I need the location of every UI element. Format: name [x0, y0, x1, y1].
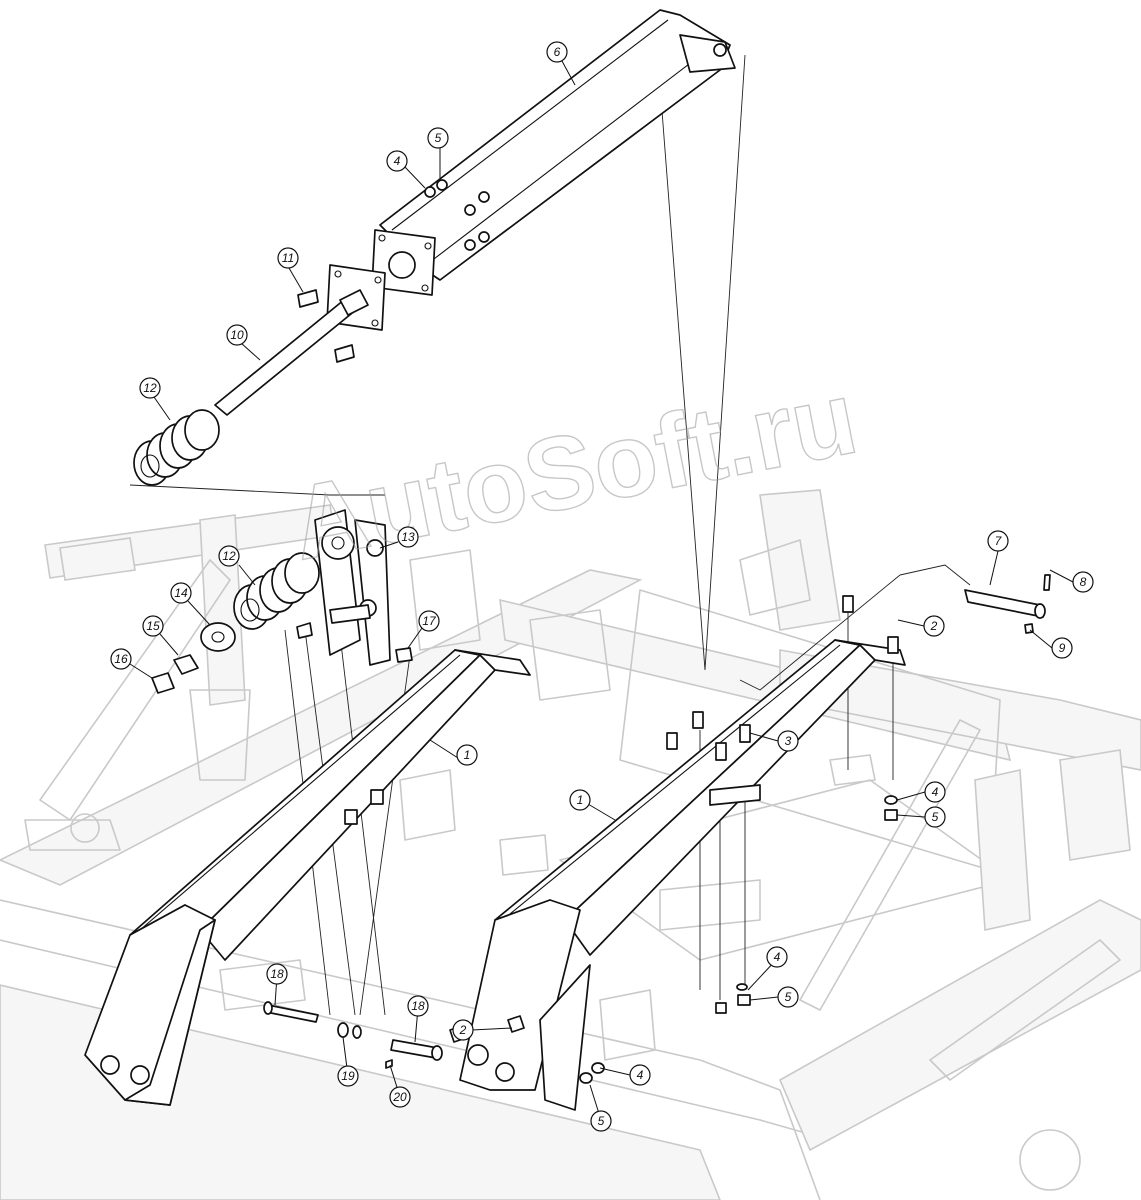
svg-text:8: 8	[1080, 575, 1087, 589]
rod-part-10	[214, 264, 386, 416]
svg-text:12: 12	[143, 381, 157, 395]
svg-text:11: 11	[282, 251, 294, 265]
spring-part-12-upper	[133, 409, 220, 486]
callout-2-bottom: 2	[452, 1019, 474, 1041]
callout-9: 9	[1051, 637, 1073, 659]
svg-text:2: 2	[459, 1023, 467, 1037]
callout-14: 14	[170, 582, 192, 604]
callout-1-right: 1	[569, 789, 591, 811]
svg-text:3: 3	[785, 734, 792, 748]
svg-text:18: 18	[411, 999, 425, 1013]
svg-text:5: 5	[932, 810, 939, 824]
svg-text:4: 4	[932, 785, 939, 799]
svg-text:5: 5	[598, 1114, 605, 1128]
callout-18-left: 18	[266, 963, 288, 985]
svg-text:7: 7	[995, 534, 1003, 548]
callout-19: 19	[337, 1065, 359, 1087]
spring-part-12-lower	[233, 552, 320, 630]
callout-5-bottom: 5	[590, 1110, 612, 1132]
callouts: 6 5 4 11 10 12 13 12 14 15 16 17 1 1 7 8…	[110, 41, 1094, 1132]
svg-text:4: 4	[637, 1068, 644, 1082]
callout-12-lower: 12	[218, 545, 240, 567]
callout-20: 20	[389, 1086, 411, 1108]
svg-text:15: 15	[146, 619, 160, 633]
svg-text:9: 9	[1059, 641, 1066, 655]
svg-text:18: 18	[270, 967, 284, 981]
svg-text:6: 6	[554, 45, 561, 59]
callout-5-right: 5	[924, 806, 946, 828]
background-frame	[0, 489, 1141, 1200]
callout-18-right: 18	[407, 995, 429, 1017]
svg-text:2: 2	[930, 619, 938, 633]
callout-6: 6	[546, 41, 568, 63]
callout-17: 17	[418, 610, 440, 632]
callout-4-right: 4	[924, 781, 946, 803]
callout-7: 7	[987, 530, 1009, 552]
callout-2-top: 2	[923, 615, 945, 637]
callout-5-mid: 5	[777, 986, 799, 1008]
svg-text:10: 10	[230, 328, 244, 342]
callout-11: 11	[277, 247, 299, 269]
callout-8: 8	[1072, 571, 1094, 593]
svg-text:5: 5	[435, 131, 442, 145]
rocker-part-13	[296, 509, 413, 666]
svg-text:19: 19	[341, 1069, 355, 1083]
callout-12-upper: 12	[139, 377, 161, 399]
arm-part-6	[371, 9, 736, 296]
svg-text:17: 17	[422, 614, 437, 628]
pins-18-19-20	[263, 1001, 443, 1069]
callout-1-left: 1	[456, 744, 478, 766]
callout-4-mid: 4	[766, 946, 788, 968]
svg-text:4: 4	[394, 154, 401, 168]
svg-text:14: 14	[174, 586, 188, 600]
svg-text:16: 16	[114, 652, 128, 666]
callout-13: 13	[397, 526, 419, 548]
callout-16: 16	[110, 648, 132, 670]
callout-leaders	[129, 60, 1074, 1121]
svg-text:13: 13	[401, 530, 415, 544]
svg-text:1: 1	[464, 748, 471, 762]
svg-text:5: 5	[785, 990, 792, 1004]
svg-text:20: 20	[392, 1090, 407, 1104]
callout-3: 3	[777, 730, 799, 752]
callout-10: 10	[226, 324, 248, 346]
callout-5-top: 5	[427, 127, 449, 149]
pin-part-7	[964, 574, 1051, 634]
svg-text:4: 4	[774, 950, 781, 964]
beam-part-1-left	[84, 649, 531, 1106]
callout-15: 15	[142, 615, 164, 637]
callout-4-bottom: 4	[629, 1064, 651, 1086]
washer-and-nuts	[151, 622, 236, 694]
svg-text:12: 12	[222, 549, 236, 563]
callout-4-top: 4	[386, 150, 408, 172]
svg-text:1: 1	[577, 793, 584, 807]
